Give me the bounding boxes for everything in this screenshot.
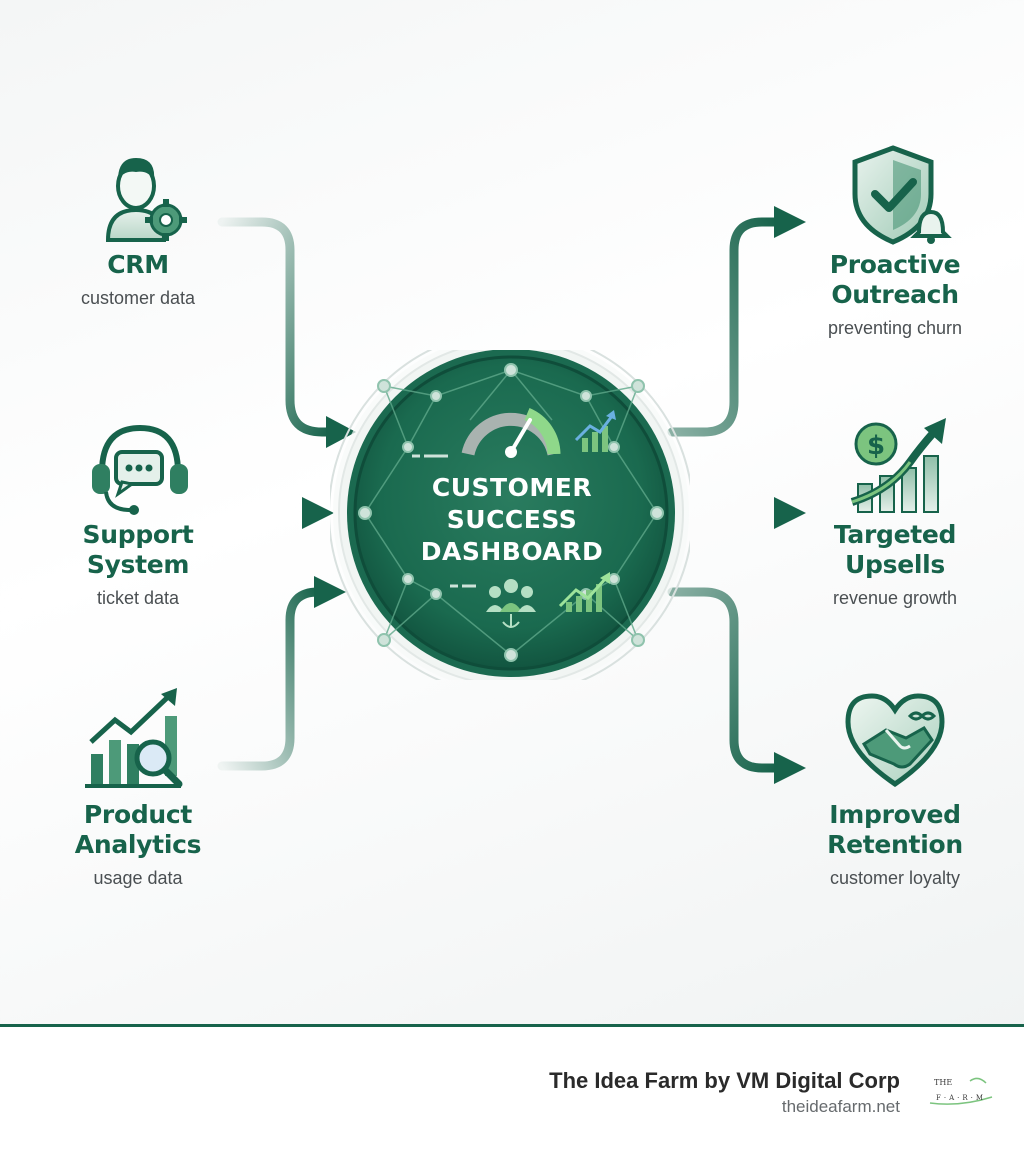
node-title: CRM: [48, 250, 228, 280]
arrow-outreach: [667, 217, 783, 437]
node-title-line: Analytics: [74, 830, 202, 859]
hub-title-line: DASHBOARD: [420, 537, 604, 566]
svg-text:F·A·R·M: F·A·R·M: [936, 1094, 986, 1102]
arrow-retention: [667, 587, 783, 773]
arrowhead-upsells: [774, 497, 806, 529]
hub-title: CUSTOMER SUCCESS DASHBOARD: [395, 472, 629, 568]
output-targeted-upsells: $ Targeted Upsells revenue growth: [790, 410, 1000, 610]
node-title: Improved Retention: [790, 800, 1000, 860]
node-subtitle: preventing churn: [827, 318, 963, 338]
gauge-icon: [461, 408, 561, 458]
hub-title-line: CUSTOMER: [431, 473, 593, 502]
footer-website-link[interactable]: theideafarm.net: [781, 1097, 900, 1116]
heart-handshake-icon: [845, 693, 945, 788]
node-title-line: Proactive: [829, 250, 961, 279]
arrowhead-outreach: [774, 206, 806, 238]
node-title: Targeted Upsells: [790, 520, 1000, 580]
input-crm: CRM customer data: [48, 140, 228, 310]
node-title-line: CRM: [107, 250, 169, 279]
node-title-line: Support: [82, 520, 194, 549]
user-gear-icon: [105, 158, 187, 242]
arrow-analytics: [217, 587, 323, 771]
input-support-system: Support System ticket data: [48, 410, 228, 610]
idea-farm-logo: THE F·A·R·M: [929, 1077, 993, 1105]
dash-lines: [412, 454, 476, 588]
mini-chart-icon: [574, 410, 616, 452]
hub-title-line: SUCCESS: [446, 505, 578, 534]
node-title-line: Upsells: [845, 550, 945, 579]
node-title-line: Outreach: [831, 280, 959, 309]
node-subtitle: revenue growth: [832, 588, 958, 608]
node-title-line: Retention: [827, 830, 963, 859]
output-improved-retention: Improved Retention customer loyalty: [790, 680, 1000, 890]
arrowhead-analytics: [314, 576, 346, 608]
footer-company-name: The Idea Farm by VM Digital Corp: [549, 1068, 900, 1093]
node-title-line: Improved: [829, 800, 961, 829]
node-subtitle: customer loyalty: [829, 868, 961, 888]
node-title: Support System: [48, 520, 228, 580]
dollar-growth-chart-icon: $: [850, 418, 946, 513]
node-subtitle: ticket data: [96, 588, 180, 608]
node-title-line: System: [86, 550, 190, 579]
arrow-crm: [217, 217, 335, 437]
dashboard-hub: [330, 350, 690, 680]
team-icon: [486, 579, 536, 628]
output-proactive-outreach: Proactive Outreach preventing churn: [790, 140, 1000, 340]
arrowhead-support: [302, 497, 334, 529]
node-title: Product Analytics: [48, 800, 228, 860]
input-product-analytics: Product Analytics usage data: [48, 680, 228, 890]
svg-text:$: $: [867, 431, 885, 461]
arrowhead-crm: [326, 416, 356, 448]
arrowhead-retention: [774, 752, 806, 784]
node-title-line: Targeted: [833, 520, 957, 549]
growth-chart-icon: [558, 572, 610, 612]
headset-chat-icon: [92, 424, 188, 515]
node-title-line: Product: [83, 800, 193, 829]
footer: The Idea Farm by VM Digital Corp theidea…: [0, 1024, 1024, 1157]
node-subtitle: usage data: [93, 868, 183, 888]
svg-text:THE: THE: [934, 1078, 952, 1087]
shield-check-bell-icon: [852, 145, 952, 245]
node-subtitle: customer data: [80, 288, 196, 308]
node-title: Proactive Outreach: [790, 250, 1000, 310]
bar-chart-magnifier-icon: [85, 688, 183, 788]
